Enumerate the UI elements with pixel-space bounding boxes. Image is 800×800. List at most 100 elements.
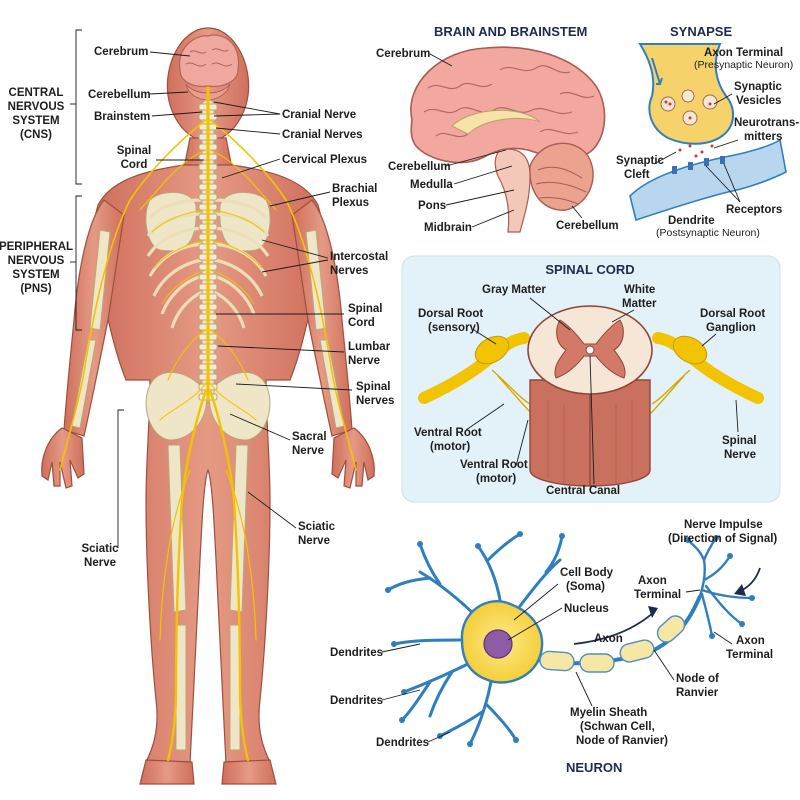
svg-text:Nerve: Nerve xyxy=(84,557,116,569)
svg-text:Synaptic: Synaptic xyxy=(616,155,665,167)
svg-text:(motor): (motor) xyxy=(430,441,470,453)
svg-text:Cell Body: Cell Body xyxy=(560,567,614,579)
svg-text:Plexus: Plexus xyxy=(332,197,369,209)
label-cranial-nerves: Cranial Nerves xyxy=(282,129,363,141)
svg-text:Cord: Cord xyxy=(121,159,148,171)
synapse-labels: Axon Terminal (Presynaptic Neuron) Synap… xyxy=(616,47,799,239)
svg-text:Midbrain: Midbrain xyxy=(424,222,472,234)
synapse-panel-title: SYNAPSE xyxy=(670,24,732,39)
label-cerebellum: Cerebellum xyxy=(88,89,151,101)
synapse-panel: SYNAPSE Axon Terminal (Presynaptic Neuro… xyxy=(616,24,799,239)
svg-text:Dendrites: Dendrites xyxy=(330,695,383,707)
svg-text:(PNS): (PNS) xyxy=(20,283,51,295)
svg-text:Cerebrum: Cerebrum xyxy=(376,48,430,60)
svg-text:Nerve: Nerve xyxy=(298,535,330,547)
svg-text:Nucleus: Nucleus xyxy=(564,603,609,615)
svg-text:Neurotrans-: Neurotrans- xyxy=(734,117,799,129)
spinal-cord-panel-title: SPINAL CORD xyxy=(545,262,634,277)
label-cervical-plexus: Cervical Plexus xyxy=(282,154,367,166)
cerebellum-shape xyxy=(529,142,594,211)
label-sciatic-nerve-left: Sciatic xyxy=(81,543,119,555)
svg-text:Nerve: Nerve xyxy=(348,355,380,367)
body-brain xyxy=(179,34,240,101)
neuron-nucleus xyxy=(483,629,513,659)
label-brachial-plexus: Brachial xyxy=(332,183,377,195)
label-brainstem: Brainstem xyxy=(94,111,150,123)
svg-text:(motor): (motor) xyxy=(476,473,516,485)
svg-text:Synaptic: Synaptic xyxy=(734,81,783,93)
svg-text:Pons: Pons xyxy=(418,200,446,212)
svg-text:Matter: Matter xyxy=(622,298,657,310)
svg-text:Terminal: Terminal xyxy=(634,589,681,601)
label-cranial-nerve: Cranial Nerve xyxy=(282,109,356,121)
pns-group-label: PERIPHERAL NERVOUS SYSTEM (PNS) xyxy=(0,241,73,295)
svg-text:Dendrite: Dendrite xyxy=(668,215,715,227)
svg-text:Node of: Node of xyxy=(676,673,719,685)
rib-cage xyxy=(146,198,270,329)
svg-text:Axon: Axon xyxy=(638,575,667,587)
body-nerves xyxy=(59,86,357,762)
svg-text:(Direction of Signal): (Direction of Signal) xyxy=(668,533,777,545)
svg-text:(Schwan Cell,: (Schwan Cell, xyxy=(580,721,655,733)
cns-group-label: CENTRAL NERVOUS SYSTEM (CNS) xyxy=(8,87,65,141)
body-left-labels: Cerebrum Cerebellum Brainstem Spinal Cor… xyxy=(81,46,204,569)
label-intercostal-nerves: Intercostal xyxy=(330,251,388,263)
svg-text:Dorsal Root: Dorsal Root xyxy=(700,308,765,320)
svg-text:Receptors: Receptors xyxy=(726,204,782,216)
svg-text:Nerve Impulse: Nerve Impulse xyxy=(684,519,763,531)
svg-text:Dorsal Root: Dorsal Root xyxy=(418,308,483,320)
svg-text:(Presynaptic Neuron): (Presynaptic Neuron) xyxy=(694,59,793,71)
svg-text:PERIPHERAL: PERIPHERAL xyxy=(0,241,73,253)
brain-panel-title: BRAIN AND BRAINSTEM xyxy=(434,24,587,39)
brain-panel-labels: Cerebrum Cerebellum Medulla Pons Midbrai… xyxy=(376,48,619,234)
svg-text:Myelin Sheath: Myelin Sheath xyxy=(570,707,647,719)
svg-text:SYSTEM: SYSTEM xyxy=(12,115,59,127)
svg-text:Cerebellum: Cerebellum xyxy=(556,220,619,232)
label-spinal-cord-left: Spinal xyxy=(117,145,152,157)
body-right-labels: Cranial Nerve Cranial Nerves Cervical Pl… xyxy=(213,101,394,547)
svg-text:Vesicles: Vesicles xyxy=(736,95,781,107)
svg-text:Axon: Axon xyxy=(736,635,765,647)
svg-text:Gray Matter: Gray Matter xyxy=(482,284,546,296)
svg-text:NERVOUS: NERVOUS xyxy=(8,101,65,113)
svg-text:Terminal: Terminal xyxy=(726,649,773,661)
svg-text:mitters: mitters xyxy=(744,131,782,143)
svg-text:Dendrites: Dendrites xyxy=(376,737,429,749)
dendrite-shape xyxy=(629,138,787,222)
svg-text:Axon: Axon xyxy=(594,633,623,645)
svg-text:Axon Terminal: Axon Terminal xyxy=(704,47,783,59)
svg-text:(Postsynaptic Neuron): (Postsynaptic Neuron) xyxy=(656,227,760,239)
receptors xyxy=(672,156,725,174)
svg-text:Ventral Root: Ventral Root xyxy=(414,427,482,439)
neuron-panel-title: NEURON xyxy=(566,760,622,775)
svg-text:Central Canal: Central Canal xyxy=(546,485,620,497)
neuron-panel: Nerve Impulse (Direction of Signal) Cell… xyxy=(330,519,777,775)
label-sacral-nerve: Sacral xyxy=(292,431,327,443)
body-figure: CENTRAL NERVOUS SYSTEM (CNS) PERIPHERAL … xyxy=(0,27,394,785)
svg-text:Cleft: Cleft xyxy=(624,169,650,181)
neuron-panel-labels: Nerve Impulse (Direction of Signal) Cell… xyxy=(330,519,777,775)
svg-text:White: White xyxy=(624,284,655,296)
svg-text:(sensory): (sensory) xyxy=(428,322,480,334)
svg-text:Cord: Cord xyxy=(348,317,375,329)
svg-text:Nerve: Nerve xyxy=(724,449,756,461)
brain-panel: BRAIN AND BRAINSTEM Cerebrum Cerebellum … xyxy=(376,24,619,234)
svg-text:(CNS): (CNS) xyxy=(20,129,52,141)
svg-text:Cerebellum: Cerebellum xyxy=(388,161,451,173)
svg-text:SYSTEM: SYSTEM xyxy=(12,269,59,281)
svg-text:Ganglion: Ganglion xyxy=(706,322,756,334)
svg-text:Ventral Root: Ventral Root xyxy=(460,459,528,471)
label-lumbar-nerve: Lumbar xyxy=(348,341,391,353)
skeleton xyxy=(71,191,345,751)
spinal-cord-panel: SPINAL CORD Gray Matter White Matter Dor… xyxy=(401,255,781,503)
svg-text:(Soma): (Soma) xyxy=(566,581,605,593)
spinal-panel-labels: Gray Matter White Matter Dorsal Root (se… xyxy=(414,284,765,497)
svg-text:Node of Ranvier): Node of Ranvier) xyxy=(576,735,668,747)
group-brackets xyxy=(70,29,124,540)
svg-text:Dendrites: Dendrites xyxy=(330,647,383,659)
svg-text:CENTRAL: CENTRAL xyxy=(9,87,64,99)
svg-text:Nerves: Nerves xyxy=(330,265,368,277)
label-spinal-cord-right: Spinal xyxy=(348,303,383,315)
svg-text:Nerves: Nerves xyxy=(356,395,394,407)
